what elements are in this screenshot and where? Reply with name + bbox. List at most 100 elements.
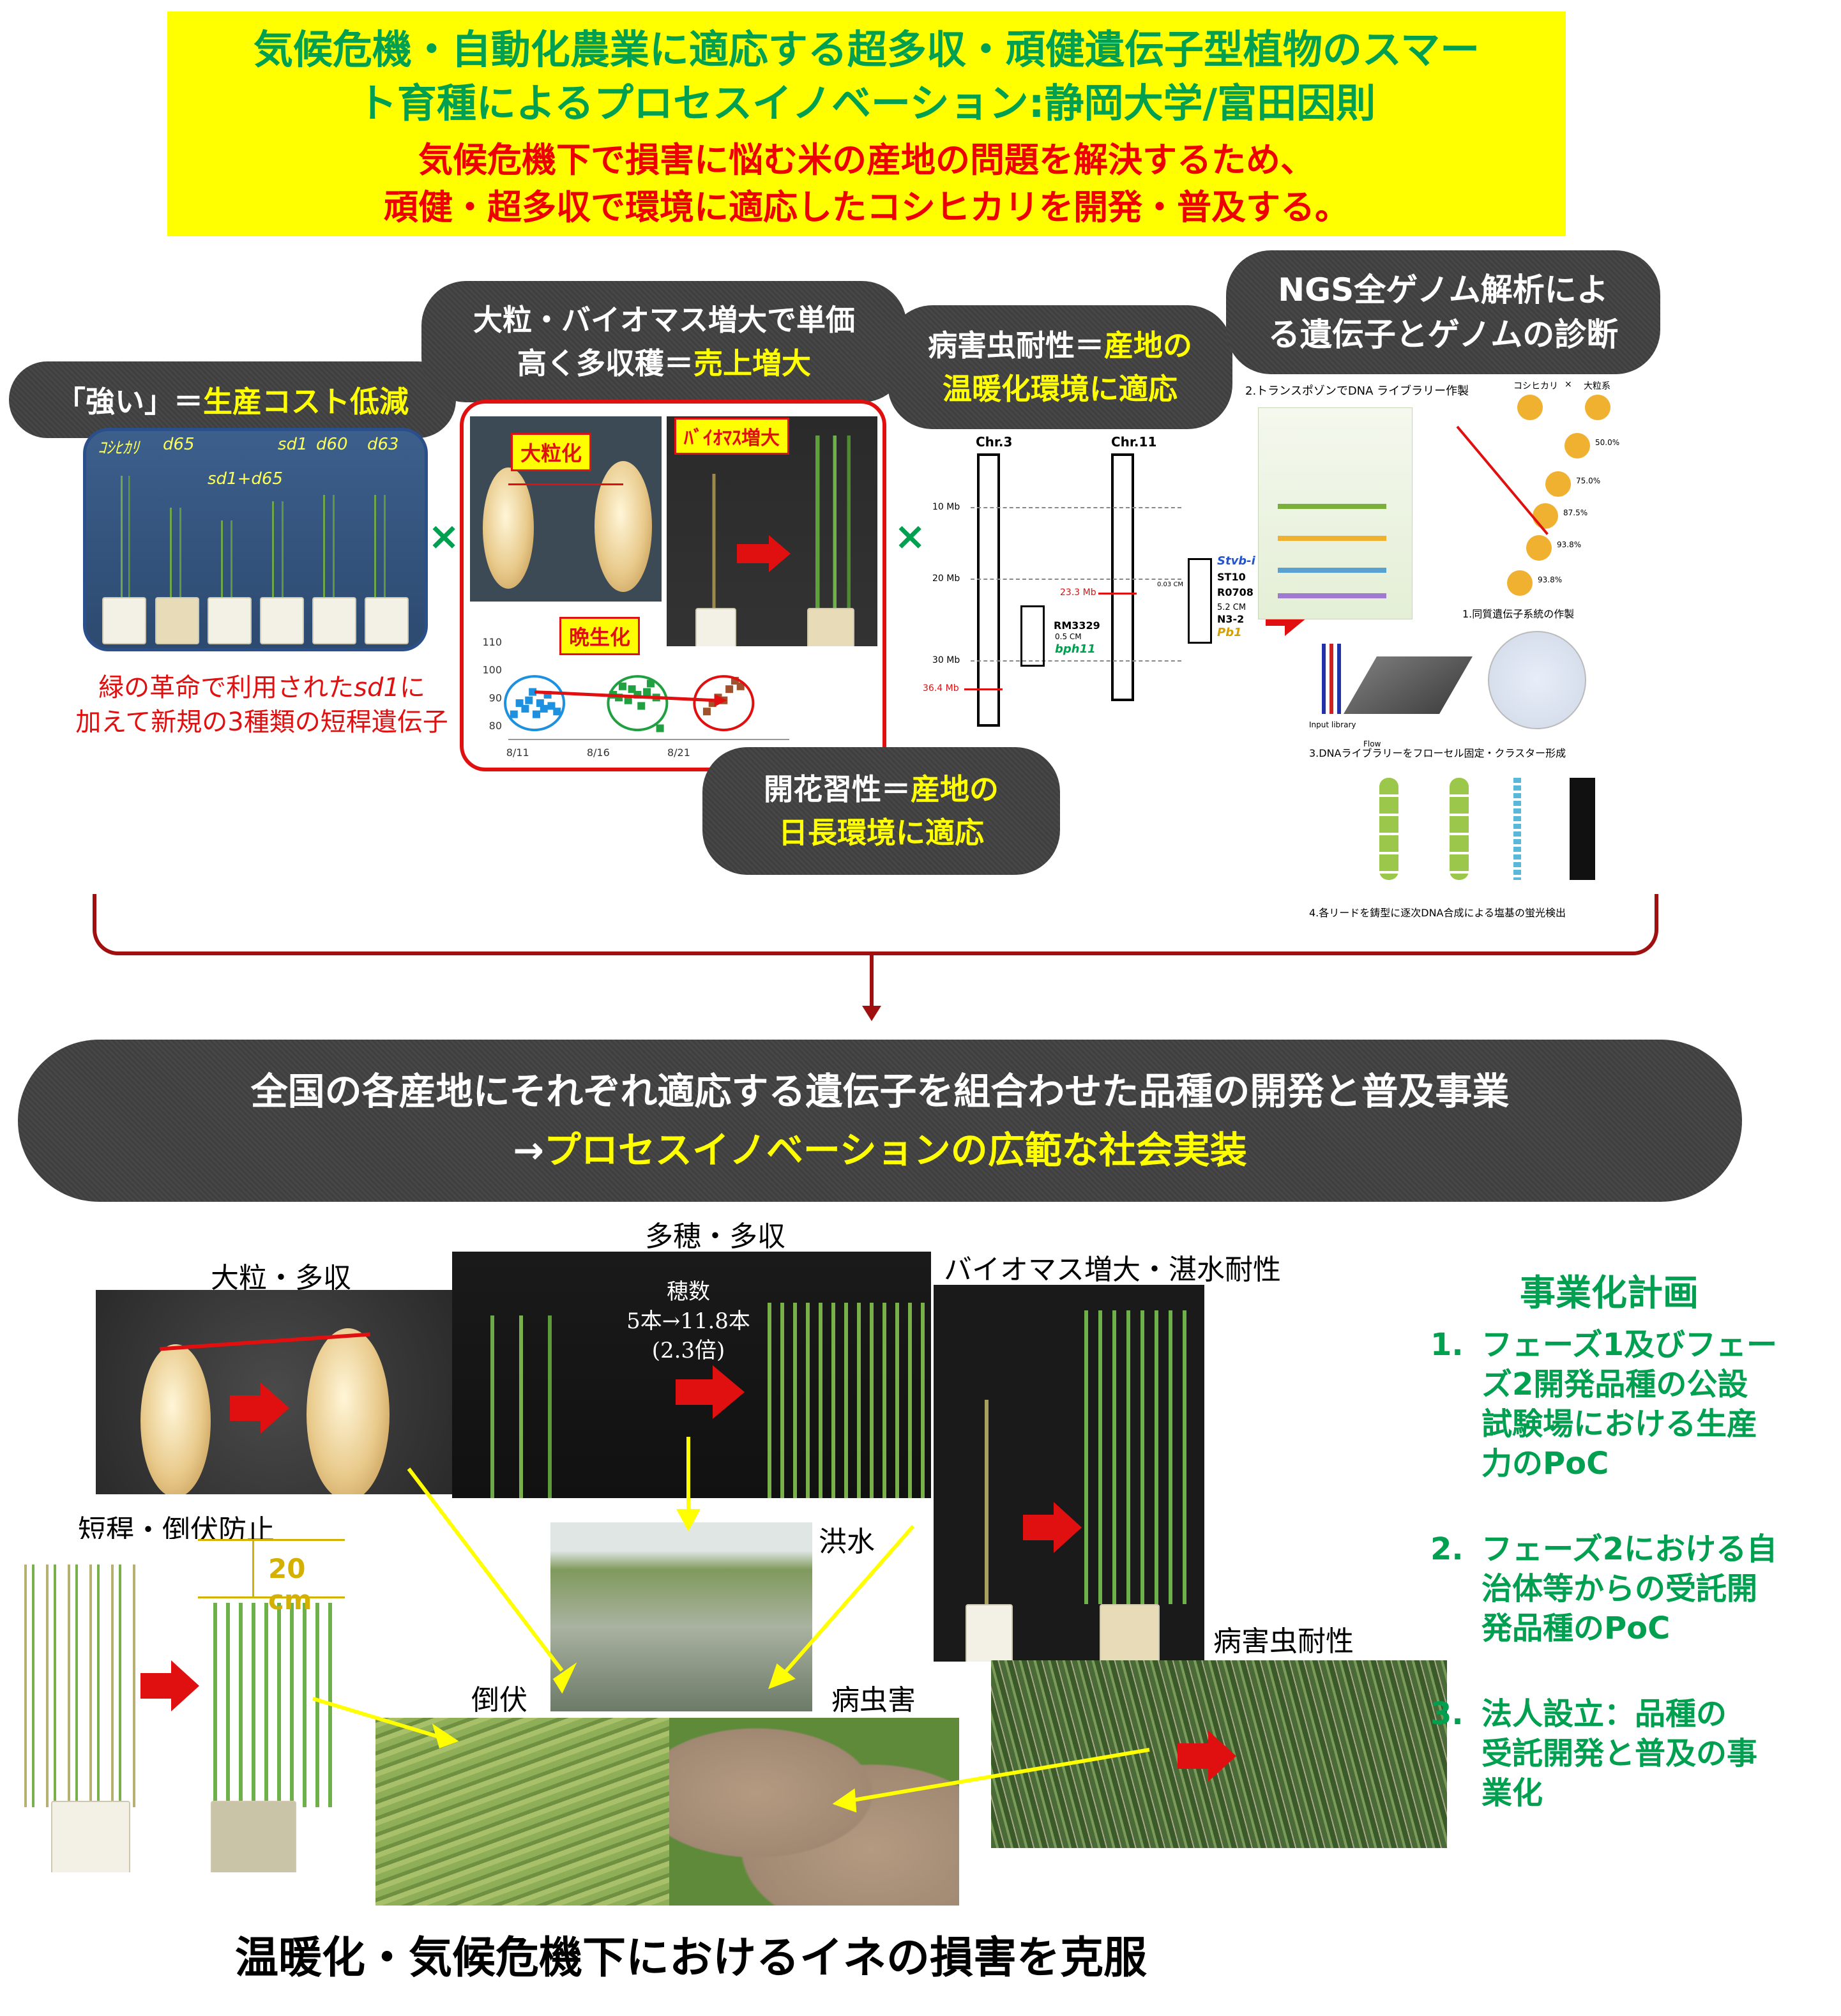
plant-3 [208, 520, 246, 603]
short-stem-photo: ｺｼﾋｶﾘ d65 sd1 d60 d63 sd1+d65 [83, 428, 428, 651]
label-d63: d63 [367, 435, 399, 454]
pill-pest-highlight2: 温暖化環境に適応 [943, 372, 1178, 406]
ngs-step4-label: 4.各リードを鋳型に逐次DNA合成による塩基の蛍光検出 [1309, 907, 1566, 919]
label-koshihikari: ｺｼﾋｶﾘ [98, 439, 140, 458]
arrow-short-body [140, 1673, 172, 1699]
ngs-circle-3 [1564, 433, 1590, 459]
deployment-highlight: プロセスイノベーションの広範な社会実装 [543, 1128, 1247, 1172]
ngs-seq-column-2 [1450, 778, 1469, 880]
arrow-panicle-icon [713, 1365, 745, 1419]
arrow-pest-icon [1208, 1731, 1236, 1782]
cm05-label: 0.5 CM [1055, 632, 1082, 641]
chart-point [643, 688, 651, 696]
dna-strand-2 [1278, 536, 1386, 541]
grain-width-line [508, 483, 623, 485]
plan-item-1-num: 1. [1430, 1327, 1464, 1363]
pill-deployment: 全国の各産地にそれぞれ適応する遺伝子を組合わせた品種の開発と普及事業 →プロセス… [18, 1040, 1742, 1202]
arrow-grain-body [230, 1395, 262, 1421]
pill-grain-line2: 高く多収穫＝ [517, 346, 693, 381]
dna-strand-3 [1278, 568, 1386, 573]
pill-pest: 病害虫耐性＝産地の 温暖化環境に適応 [888, 305, 1232, 429]
tag-biomass: ﾊﾞｲｵﾏｽ増大 [674, 418, 789, 455]
chr11-zoom [1188, 558, 1212, 644]
ngs-library-figure [1258, 407, 1413, 619]
arrow-biomass-body [737, 544, 769, 563]
times-icon-1: × [428, 514, 460, 559]
title-banner: 気候危機・自動化農業に適応する超多収・頑健遺伝子型植物のスマー ト育種によるプロ… [167, 11, 1566, 236]
ngs-p938b: 93.8% [1538, 575, 1563, 584]
many-panicle-photo: 穂数 5本→11.8本 (2.3倍) [452, 1252, 931, 1498]
ngs-circle-6 [1526, 535, 1552, 561]
pill-pest-highlight1: 産地の [1104, 328, 1192, 363]
label-lodging: 倒伏 [471, 1684, 527, 1717]
plant-before [692, 474, 737, 608]
label-flood: 洪水 [819, 1526, 875, 1558]
pill-ngs-line2: る遺伝子とゲノムの診断 [1268, 316, 1619, 353]
chart-trend-arrowhead [714, 693, 727, 707]
plan-item-1: 1. フェーズ1及びフェー ズ2開発品種の公設 試験場における生産 力のPoC [1430, 1325, 1788, 1483]
banner-title: 気候危機・自動化農業に適応する超多収・頑健遺伝子型植物のスマー ト育種によるプロ… [167, 23, 1566, 130]
mb10-label: 10 Mb [932, 502, 960, 512]
deployment-line1: 全国の各産地にそれぞれ適応する遺伝子を組合わせた品種の開発と普及事業 [250, 1070, 1510, 1113]
grain-small-2 [140, 1344, 211, 1494]
chart-x-tick: 8/21 [667, 747, 690, 759]
pill-flower-text: 開花習性＝ [764, 772, 911, 807]
label-large-grain: 大粒・多収 [211, 1262, 351, 1294]
r0708-label: R0708 [1217, 586, 1254, 598]
ngs-step3-label: 3.DNAライブラリーをフローセル固定・クラスター形成 [1309, 747, 1566, 759]
banner-subtitle-line1: 気候危機下で損害に悩む米の産地の問題を解決するため、 [418, 140, 1315, 180]
grain-large [595, 461, 652, 592]
plant-after [794, 436, 865, 608]
chart-point [702, 708, 711, 716]
panicle-count-box: 穂数 5本→11.8本 (2.3倍) [625, 1277, 752, 1365]
plan-item-1-line1: フェーズ1及びフェー [1481, 1327, 1777, 1363]
biomass-pot-before [966, 1604, 1013, 1662]
ngs-step2-label: 2.トランスポゾンでDNA ライブラリー作製 [1245, 384, 1469, 398]
chr3-zoom [1020, 605, 1045, 667]
plant-6 [361, 495, 399, 603]
banner-subtitle-line2: 頑健・超多収で環境に適応したコシヒカリを開発・普及する。 [384, 187, 1349, 227]
chromosome-map: Chr.3 Chr.11 10 Mb 20 Mb 30 Mb 36.4 Mb 2… [920, 434, 1315, 734]
pill-grain-highlight: 売上増大 [693, 346, 811, 381]
pest-resistance-photo [991, 1660, 1447, 1848]
arrow-grain-icon [261, 1383, 289, 1434]
chr11-label: Chr.11 [1111, 434, 1157, 450]
plan-item-1-line4: 力のPoC [1481, 1446, 1609, 1482]
plan-item-2-line3: 発品種のPoC [1481, 1611, 1671, 1646]
biomass-photo [667, 416, 877, 646]
bracket-stem [870, 951, 874, 1009]
pot-4 [260, 597, 304, 644]
chr3-bar [977, 453, 1000, 727]
biomass-pot-after [1100, 1604, 1160, 1662]
mb233-label: 23.3 Mb [1060, 587, 1096, 598]
grain-large-2 [307, 1328, 390, 1494]
pb1-label: Pb1 [1217, 626, 1242, 639]
arrow-flood-body [1023, 1515, 1055, 1540]
banner-title-line2: ト育種によるプロセスイノベーション:静岡大学/富田因則 [357, 80, 1376, 126]
ngs-cross-1: × [1564, 379, 1572, 390]
panicle-count-value: 5本→11.8本 [626, 1308, 750, 1334]
arrow-short-icon [171, 1660, 199, 1711]
plan-item-3-line2: 受託開発と普及の事 [1481, 1736, 1758, 1771]
connector-pest-resistance [849, 1748, 1150, 1803]
chart-y-tick: 90 [489, 692, 502, 704]
plan-item-2: 2. フェーズ2における自 治体等からの受託開 発品種のPoC [1430, 1529, 1788, 1648]
caption-sd1: sd1 [354, 673, 400, 702]
biomass-plant-before [959, 1400, 1023, 1604]
chart-x-tick: 8/11 [506, 747, 529, 759]
chart-point [525, 696, 533, 704]
chart-point [725, 685, 734, 693]
banner-title-line1: 気候危機・自動化農業に適応する超多収・頑健遺伝子型植物のスマー [253, 26, 1480, 73]
plan-item-2-num: 2. [1430, 1531, 1464, 1567]
short-stem-lodging-photo: 20 cm [0, 1539, 352, 1872]
pest-damage-photo [669, 1718, 959, 1906]
connector-grain-lodging-head [552, 1662, 577, 1694]
label-many-panicle: 多穂・多収 [645, 1220, 785, 1253]
cm003-label: 0.03 CM [1157, 581, 1184, 588]
chart-y-tick: 100 [482, 664, 502, 676]
short-plant [204, 1603, 338, 1807]
caption-line1: 緑の革命で利用された [98, 673, 354, 702]
plant-2 [156, 508, 195, 603]
ngs-p875: 87.5% [1563, 508, 1588, 517]
height-line-top [198, 1539, 345, 1541]
